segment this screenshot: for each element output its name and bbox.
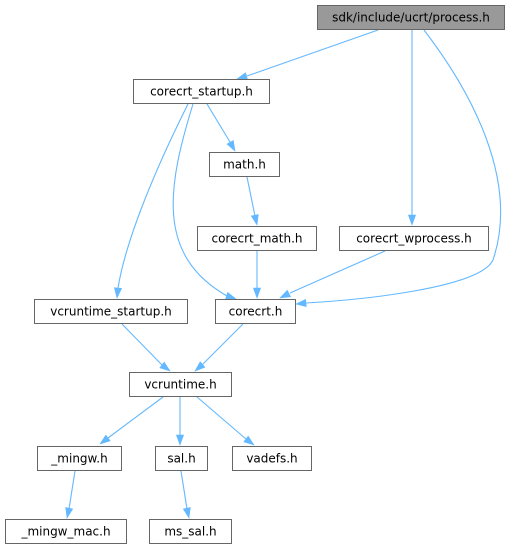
- edge-line: [196, 396, 247, 440]
- arrowhead: [243, 435, 255, 446]
- node-label: corecrt.h: [229, 305, 283, 319]
- edge-line: [201, 323, 244, 366]
- arrowhead: [65, 507, 74, 519]
- node-box: [34, 299, 188, 324]
- node-label: vadefs.h: [246, 452, 297, 466]
- arrowhead: [194, 361, 206, 372]
- node-box: [5, 519, 127, 544]
- edge-process_h-to-corecrt_startup_h: [236, 29, 379, 80]
- node-vcruntime-h[interactable]: vcruntime.h: [129, 372, 232, 397]
- node-corecrt-wprocess-h[interactable]: corecrt_wprocess.h: [339, 226, 489, 251]
- arrowhead: [224, 291, 237, 300]
- arrowhead: [407, 214, 417, 226]
- edge-process_h-to-corecrt_wprocess_h: [407, 30, 417, 226]
- node-corecrt-startup-h[interactable]: corecrt_startup.h: [133, 79, 270, 104]
- edge-corecrt_math_h-to-corecrt_h: [252, 251, 262, 299]
- node-box: [317, 5, 505, 30]
- node-label: corecrt_startup.h: [150, 85, 253, 99]
- arrowhead: [114, 287, 123, 299]
- arrowhead: [159, 361, 171, 372]
- node-label: vcruntime.h: [144, 378, 216, 392]
- edge-line: [121, 323, 163, 366]
- node-label: corecrt_wprocess.h: [356, 232, 472, 246]
- edge-vcruntime_h-to-vadefs_h: [196, 396, 255, 446]
- edge-line: [206, 103, 231, 143]
- node-box: [155, 446, 208, 471]
- edge-mingw_h-to-mingw_mac_h: [65, 470, 76, 519]
- node-label: ms_sal.h: [164, 525, 216, 539]
- node-label: math.h: [223, 158, 266, 172]
- node-sal-h[interactable]: sal.h: [155, 446, 208, 471]
- node-box: [133, 79, 270, 104]
- node-vcruntime-startup-h[interactable]: vcruntime_startup.h: [34, 299, 188, 324]
- node-box: [149, 519, 232, 544]
- arrowhead: [182, 507, 191, 519]
- arrowhead: [252, 287, 262, 299]
- node-box: [197, 226, 317, 251]
- node-ms-sal-h[interactable]: ms_sal.h: [149, 519, 232, 544]
- edge-corecrt_startup_h-to-math_h: [206, 103, 236, 152]
- edge-corecrt_h-to-vcruntime_h: [194, 323, 244, 372]
- node-process-h[interactable]: sdk/include/ucrt/process.h: [317, 5, 505, 30]
- nodes-layer: sdk/include/ucrt/process.h corecrt_startu…: [5, 5, 505, 544]
- node-box: [129, 372, 232, 397]
- arrowhead: [226, 140, 236, 152]
- edge-line: [180, 470, 188, 510]
- edge-corecrt_startup_h-to-vcruntime_startup_h: [114, 103, 189, 299]
- edge-line: [68, 470, 76, 510]
- node-mingw-h[interactable]: _mingw.h: [37, 446, 122, 471]
- edge-sal_h-to-ms_sal_h: [180, 470, 191, 519]
- node-box: [209, 152, 280, 177]
- edge-vcruntime_startup_h-to-vcruntime_h: [121, 323, 171, 372]
- arrowhead: [279, 289, 292, 299]
- edge-corecrt_wprocess_h-to-corecrt_h: [279, 250, 386, 299]
- edge-line: [246, 29, 379, 77]
- edges-layer: [65, 29, 502, 519]
- edge-corecrt_startup_h-to-corecrt_h: [172, 103, 237, 300]
- edge-vcruntime_h-to-mingw_h: [99, 396, 164, 445]
- edge-vcruntime_h-to-sal_h: [175, 397, 185, 446]
- arrowhead: [250, 214, 259, 226]
- node-corecrt-h[interactable]: corecrt.h: [215, 299, 296, 324]
- node-label: _mingw_mac.h: [20, 525, 110, 539]
- node-box: [232, 446, 312, 471]
- edge-line: [246, 176, 256, 217]
- node-box: [339, 226, 489, 251]
- arrowhead: [99, 434, 111, 445]
- edge-line: [289, 250, 386, 294]
- node-label: sal.h: [167, 452, 195, 466]
- node-label: sdk/include/ucrt/process.h: [332, 11, 490, 25]
- node-label: vcruntime_startup.h: [50, 305, 172, 319]
- node-vadefs-h[interactable]: vadefs.h: [232, 446, 312, 471]
- node-label: corecrt_math.h: [211, 232, 302, 246]
- edge-line: [117, 103, 189, 289]
- edge-process_h-to-corecrt_h: [295, 29, 502, 307]
- edge-math_h-to-corecrt_math_h: [246, 176, 259, 226]
- arrowhead: [175, 434, 185, 446]
- arrowhead: [295, 298, 307, 307]
- node-math-h[interactable]: math.h: [209, 152, 280, 177]
- edge-line: [172, 103, 228, 297]
- node-box: [215, 299, 296, 324]
- edge-line: [305, 29, 502, 304]
- edge-line: [107, 396, 164, 439]
- node-label: _mingw.h: [50, 452, 107, 466]
- node-box: [37, 446, 122, 471]
- node-corecrt-math-h[interactable]: corecrt_math.h: [197, 226, 317, 251]
- arrowhead: [236, 72, 249, 80]
- node-mingw-mac-h[interactable]: _mingw_mac.h: [5, 519, 127, 544]
